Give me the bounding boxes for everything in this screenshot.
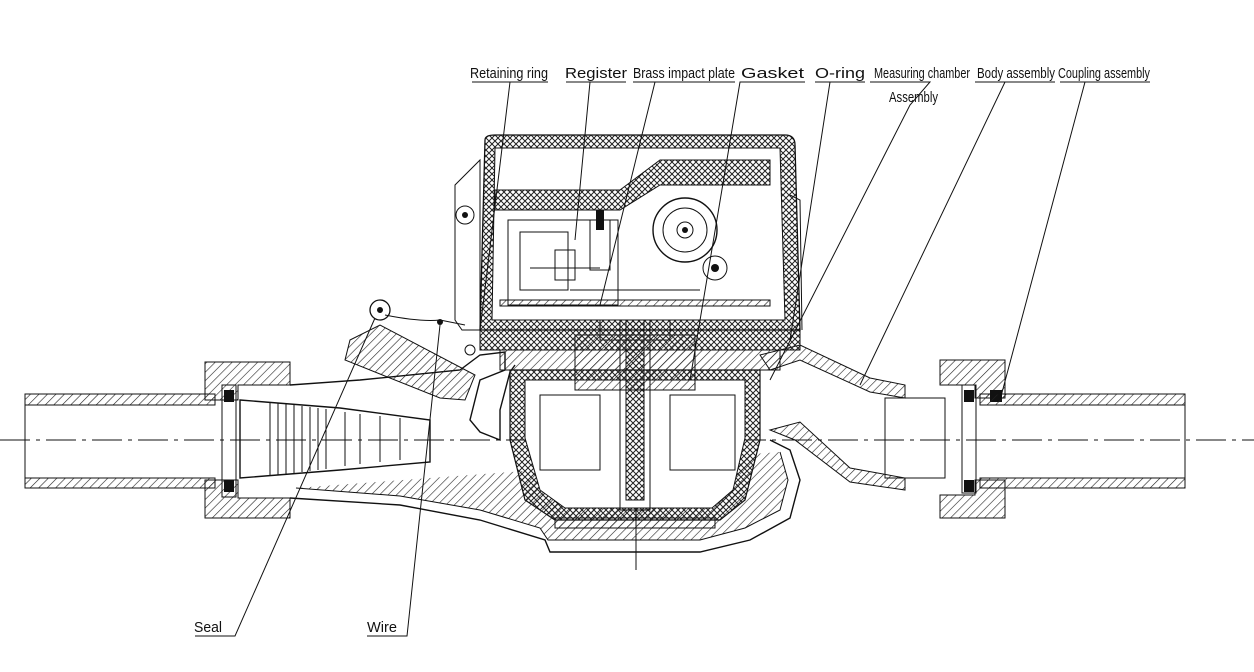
label-measuring-chamber-assembly: Assembly (889, 89, 938, 106)
leader-retaining-ring (472, 81, 548, 331)
left-coupling-pipe (24, 393, 216, 489)
label-measuring-chamber: Measuring chamber (874, 65, 970, 82)
leader-gasket (689, 81, 805, 381)
leader-body-assembly (859, 81, 1055, 386)
leader-wire (367, 324, 441, 637)
label-wire: Wire (367, 619, 397, 636)
label-retaining-ring: Retaining ring (470, 65, 548, 82)
left-coupling-nut (204, 361, 291, 519)
label-body-assembly: Body assembly (977, 65, 1055, 82)
label-seal: Seal (194, 619, 222, 636)
label-gasket: Gasket (741, 65, 805, 82)
right-coupling-nut (939, 359, 1006, 519)
label-o-ring: O-ring (815, 65, 865, 82)
leader-lines (195, 81, 1150, 637)
register-mechanism (499, 197, 771, 307)
leader-o-ring (789, 81, 865, 341)
leader-register (566, 81, 626, 241)
right-coupling-pipe (979, 393, 1186, 489)
leader-measuring-chamber (769, 81, 932, 381)
seal-wire-assembly (344, 299, 476, 401)
leader-brass-impact-plate (599, 81, 735, 306)
label-brass-impact-plate: Brass impact plate (633, 65, 735, 82)
register-housing (454, 134, 803, 371)
label-group: Retaining ring Register Brass impact pla… (194, 65, 1150, 636)
leader-coupling-assembly (999, 81, 1150, 401)
label-coupling-assembly: Coupling assembly (1058, 65, 1150, 82)
leader-seal (195, 317, 376, 637)
label-register: Register (565, 65, 627, 82)
inlet-strainer (239, 399, 431, 479)
